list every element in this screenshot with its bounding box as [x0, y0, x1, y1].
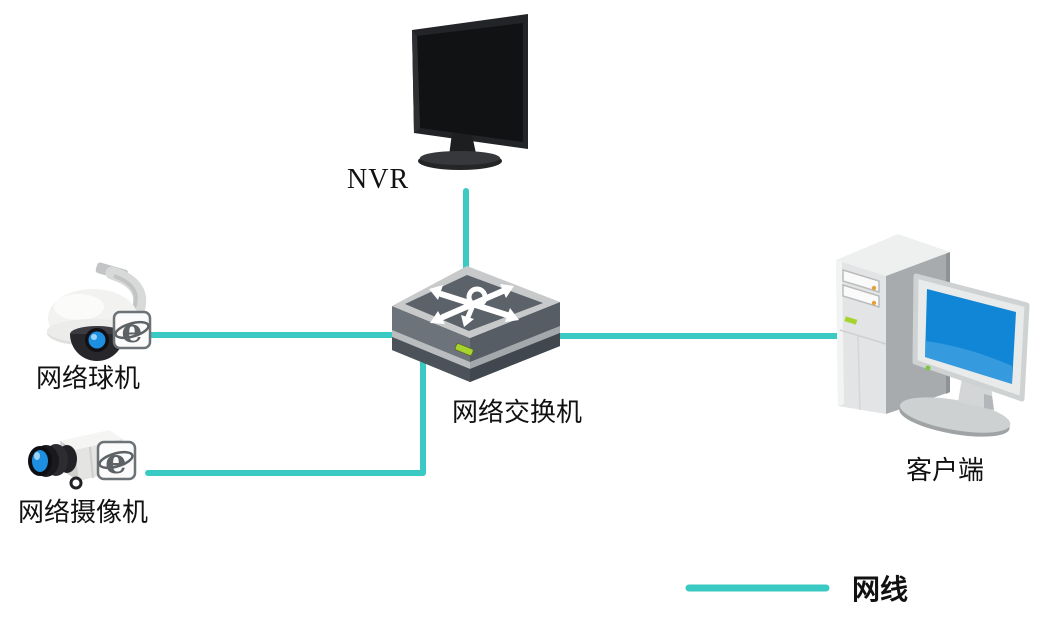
client-computer-graphic: [836, 234, 1030, 437]
box-camera-label: 网络摄像机: [18, 498, 149, 527]
switch-label: 网络交换机: [452, 398, 583, 427]
cable-boxcam-to-switch: [145, 355, 426, 476]
ie-browser-icon-boxcam: e: [96, 440, 137, 482]
client-label: 客户端: [906, 456, 985, 485]
network-switch-graphic: [392, 266, 560, 382]
nvr-label: NVR: [347, 164, 410, 195]
ie-browser-icon-ptz: e: [112, 310, 152, 350]
legend-cable-label: 网线: [852, 575, 909, 606]
svg-text:e: e: [122, 311, 143, 350]
nvr-monitor-graphic: [412, 14, 528, 170]
switch-arrows-icon: [429, 284, 519, 327]
ptz-camera-label: 网络球机: [36, 364, 141, 393]
switch-led: [454, 343, 474, 357]
cable-lines: [145, 188, 845, 476]
svg-text:e: e: [105, 442, 127, 482]
